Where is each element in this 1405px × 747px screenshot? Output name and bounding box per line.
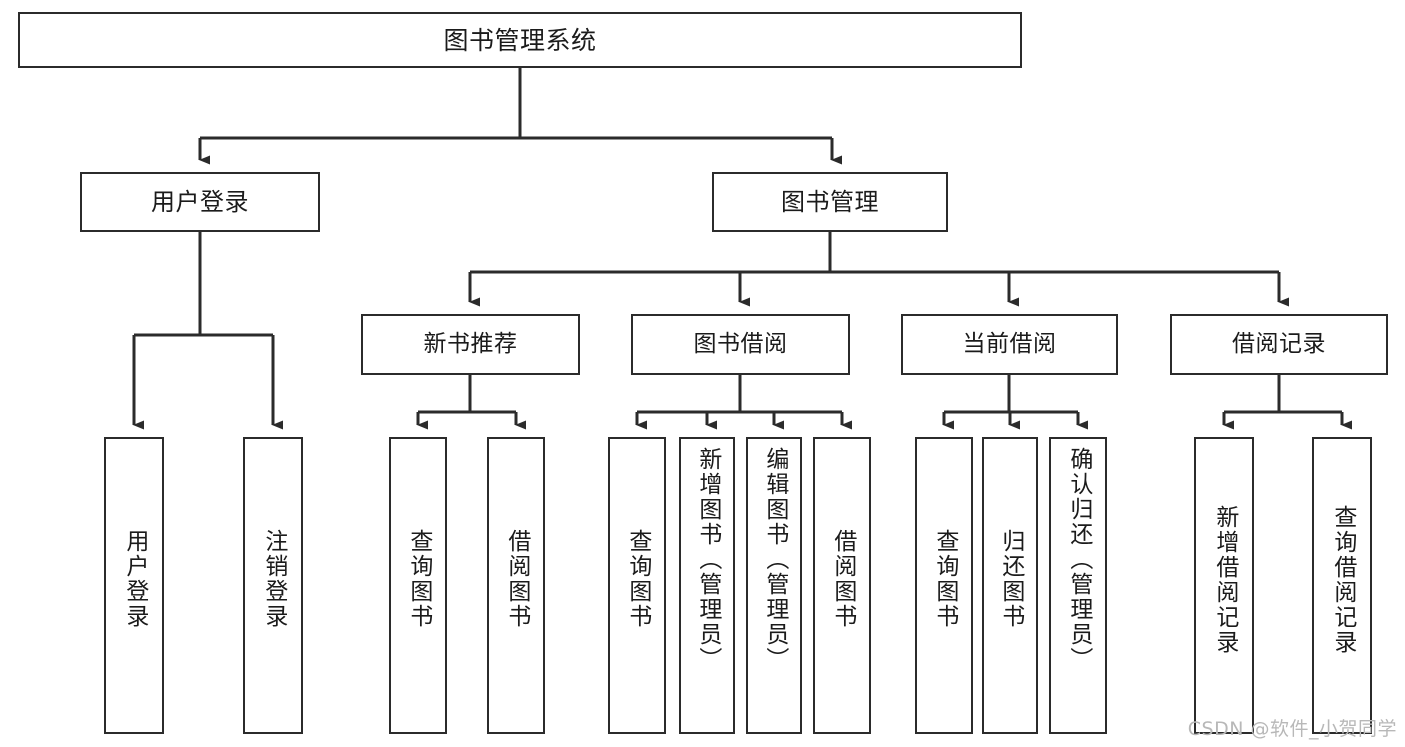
node-leaf-confirm-return-label: 确认归还（管理员） [1065, 447, 1092, 672]
node-leaf-return-book[interactable]: 归还图书 [982, 437, 1038, 734]
node-root-label: 图书管理系统 [443, 25, 597, 55]
node-user-login-label: 用户登录 [151, 188, 249, 216]
node-leaf-borrow-book-2-label: 借阅图书 [829, 529, 856, 629]
node-current-borrow-label: 当前借阅 [962, 331, 1057, 357]
node-leaf-add-record-label: 新增借阅记录 [1211, 505, 1238, 655]
node-leaf-query-book-1-label: 查询图书 [405, 529, 432, 629]
node-leaf-query-book-2[interactable]: 查询图书 [608, 437, 666, 734]
node-borrow-record[interactable]: 借阅记录 [1170, 314, 1388, 375]
node-book-manage[interactable]: 图书管理 [712, 172, 948, 232]
node-leaf-user-login[interactable]: 用户登录 [104, 437, 164, 734]
node-new-book-rec[interactable]: 新书推荐 [361, 314, 580, 375]
node-root[interactable]: 图书管理系统 [18, 12, 1022, 68]
node-leaf-add-record[interactable]: 新增借阅记录 [1194, 437, 1254, 734]
node-leaf-edit-book[interactable]: 编辑图书（管理员） [746, 437, 802, 734]
node-new-book-rec-label: 新书推荐 [423, 331, 518, 357]
node-leaf-borrow-book-1[interactable]: 借阅图书 [487, 437, 545, 734]
node-leaf-borrow-book-1-label: 借阅图书 [503, 529, 530, 629]
node-leaf-borrow-book-2[interactable]: 借阅图书 [813, 437, 871, 734]
node-book-borrow-label: 图书借阅 [693, 331, 788, 357]
node-leaf-query-record[interactable]: 查询借阅记录 [1312, 437, 1372, 734]
node-leaf-logout[interactable]: 注销登录 [243, 437, 303, 734]
node-leaf-query-book-3-label: 查询图书 [931, 529, 958, 629]
node-book-borrow[interactable]: 图书借阅 [631, 314, 850, 375]
node-leaf-query-book-3[interactable]: 查询图书 [915, 437, 973, 734]
node-borrow-record-label: 借阅记录 [1232, 331, 1326, 357]
node-leaf-query-book-1[interactable]: 查询图书 [389, 437, 447, 734]
node-leaf-return-book-label: 归还图书 [997, 529, 1024, 629]
csdn-watermark: CSDN @软件_小贺同学 [1187, 718, 1397, 740]
node-leaf-add-book-label: 新增图书（管理员） [694, 447, 721, 672]
node-leaf-add-book[interactable]: 新增图书（管理员） [679, 437, 735, 734]
node-leaf-user-login-label: 用户登录 [121, 529, 148, 629]
node-leaf-confirm-return[interactable]: 确认归还（管理员） [1049, 437, 1107, 734]
node-current-borrow[interactable]: 当前借阅 [901, 314, 1118, 375]
node-book-manage-label: 图书管理 [781, 188, 879, 216]
node-leaf-query-book-2-label: 查询图书 [624, 529, 651, 629]
node-leaf-edit-book-label: 编辑图书（管理员） [761, 447, 788, 672]
node-leaf-logout-label: 注销登录 [260, 529, 287, 629]
node-user-login[interactable]: 用户登录 [80, 172, 320, 232]
node-leaf-query-record-label: 查询借阅记录 [1329, 505, 1356, 655]
